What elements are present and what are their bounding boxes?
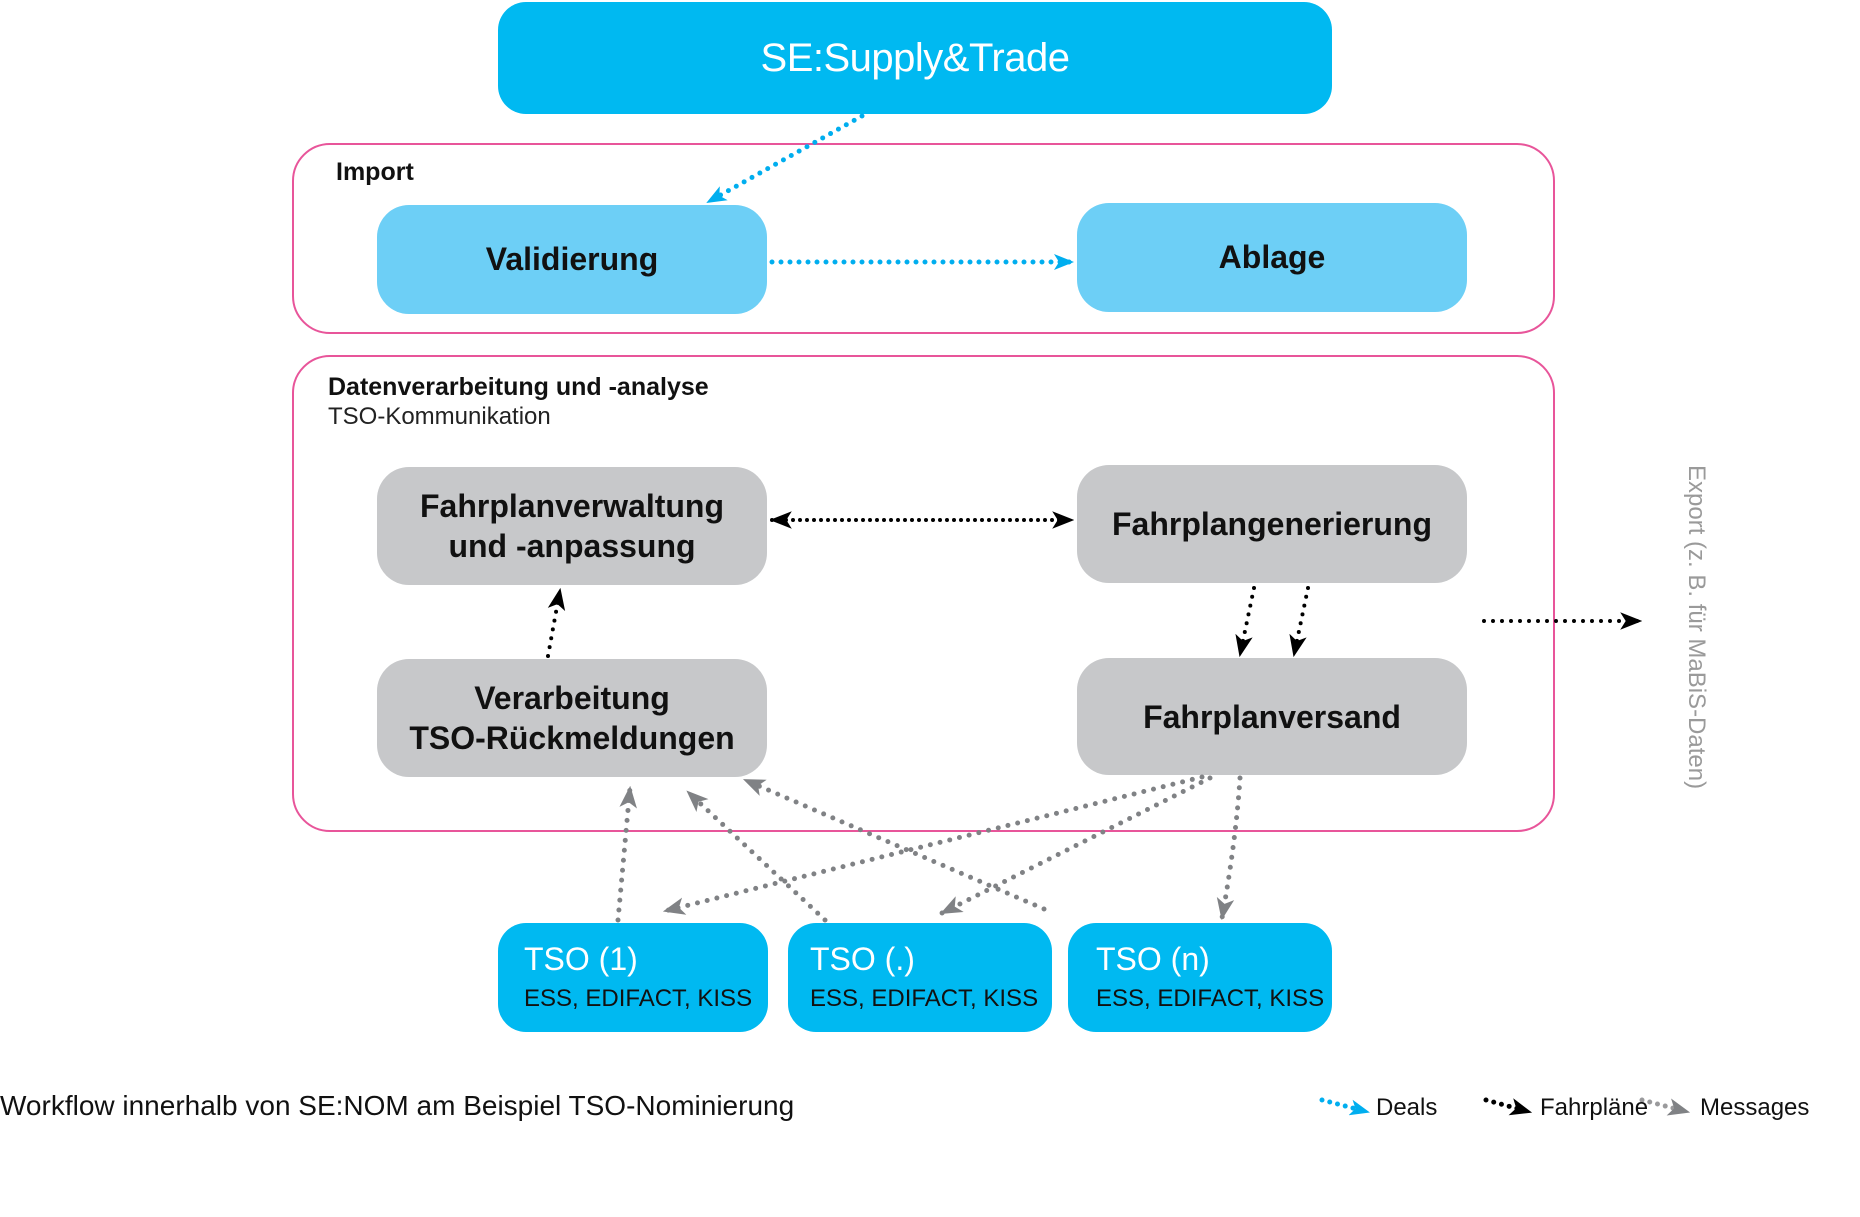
legend-deals-label: Deals <box>1376 1094 1438 1121</box>
legend-messages-arrow-icon <box>1639 1097 1691 1116</box>
fahrplanverwaltung-label-line1: Fahrplanverwaltung <box>419 488 725 524</box>
tso-node-dot: TSO (.) ESS, EDIFACT, KISS <box>788 923 1052 1032</box>
legend-messages-label: Messages <box>1700 1094 1810 1121</box>
deals-arrow-supply-to-validierung <box>705 113 865 205</box>
tso-node-1: TSO (1) ESS, EDIFACT, KISS <box>498 923 768 1032</box>
fahrplanversand-node: Fahrplanversand <box>1077 658 1467 775</box>
processing-title: Datenverarbeitung und -analyse <box>328 373 709 401</box>
messages-arrow-tso1-to-verarbeitung <box>615 785 637 923</box>
fahrplanverwaltung-label-line2: und -anpassung <box>448 528 696 564</box>
import-title: Import <box>336 158 414 186</box>
validierung-label: Validierung <box>485 241 659 277</box>
messages-arrow-tsodot-to-verarbeitung <box>685 789 828 923</box>
fahrplaene-arrow-generierung-to-versand-1 <box>1235 586 1256 658</box>
supply-trade-label: SE:Supply&Trade <box>760 35 1070 80</box>
legend-fahrplaene-label: Fahrpläne <box>1540 1094 1649 1121</box>
tso-protocols: ESS, EDIFACT, KISS <box>524 985 753 1012</box>
verarbeitung-label-line1: Verarbeitung <box>474 680 670 716</box>
tso-name: TSO (n) <box>1096 941 1210 977</box>
tso-name: TSO (.) <box>810 941 915 977</box>
legend-deals-arrow-icon <box>1319 1097 1371 1116</box>
ablage-label: Ablage <box>1218 239 1326 275</box>
ablage-node: Ablage <box>1077 203 1467 312</box>
fahrplanverwaltung-node: Fahrplanverwaltung und -anpassung <box>377 467 767 585</box>
tso-node-n: TSO (n) ESS, EDIFACT, KISS <box>1068 923 1332 1032</box>
verarbeitung-label-line2: TSO-Rückmeldungen <box>409 720 735 756</box>
legend-fahrplaene-arrow-icon <box>1483 1097 1533 1116</box>
diagram-caption: Workflow innerhalb von SE:NOM am Beispie… <box>0 1090 795 1121</box>
fahrplaene-arrow-generierung-to-versand-2 <box>1289 586 1310 658</box>
fahrplanversand-label: Fahrplanversand <box>1143 698 1401 735</box>
tso-protocols: ESS, EDIFACT, KISS <box>1096 985 1325 1012</box>
import-container <box>292 143 1555 334</box>
processing-subtitle: TSO-Kommunikation <box>328 403 551 430</box>
tso-protocols: ESS, EDIFACT, KISS <box>810 985 1039 1012</box>
messages-arrow-versand-to-tso1 <box>662 774 1205 915</box>
messages-arrow-versand-to-tsodot <box>939 775 1213 916</box>
fahrplaene-arrow-verarbeitung-to-verwaltung <box>546 587 566 658</box>
messages-arrow-versand-to-tson <box>1216 775 1243 921</box>
supply-trade-node: SE:Supply&Trade <box>498 2 1332 114</box>
tso-name: TSO (1) <box>524 941 638 977</box>
fahrplangenerierung-label: Fahrplangenerierung <box>1111 506 1433 542</box>
validierung-node: Validierung <box>377 205 767 314</box>
fahrplangenerierung-node: Fahrplangenerierung <box>1077 465 1467 583</box>
messages-arrow-tson-to-verarbeitung <box>742 777 1047 912</box>
verarbeitung-rueckmeldungen-node: Verarbeitung TSO-Rückmeldungen <box>377 659 767 777</box>
processing-container <box>292 355 1555 832</box>
